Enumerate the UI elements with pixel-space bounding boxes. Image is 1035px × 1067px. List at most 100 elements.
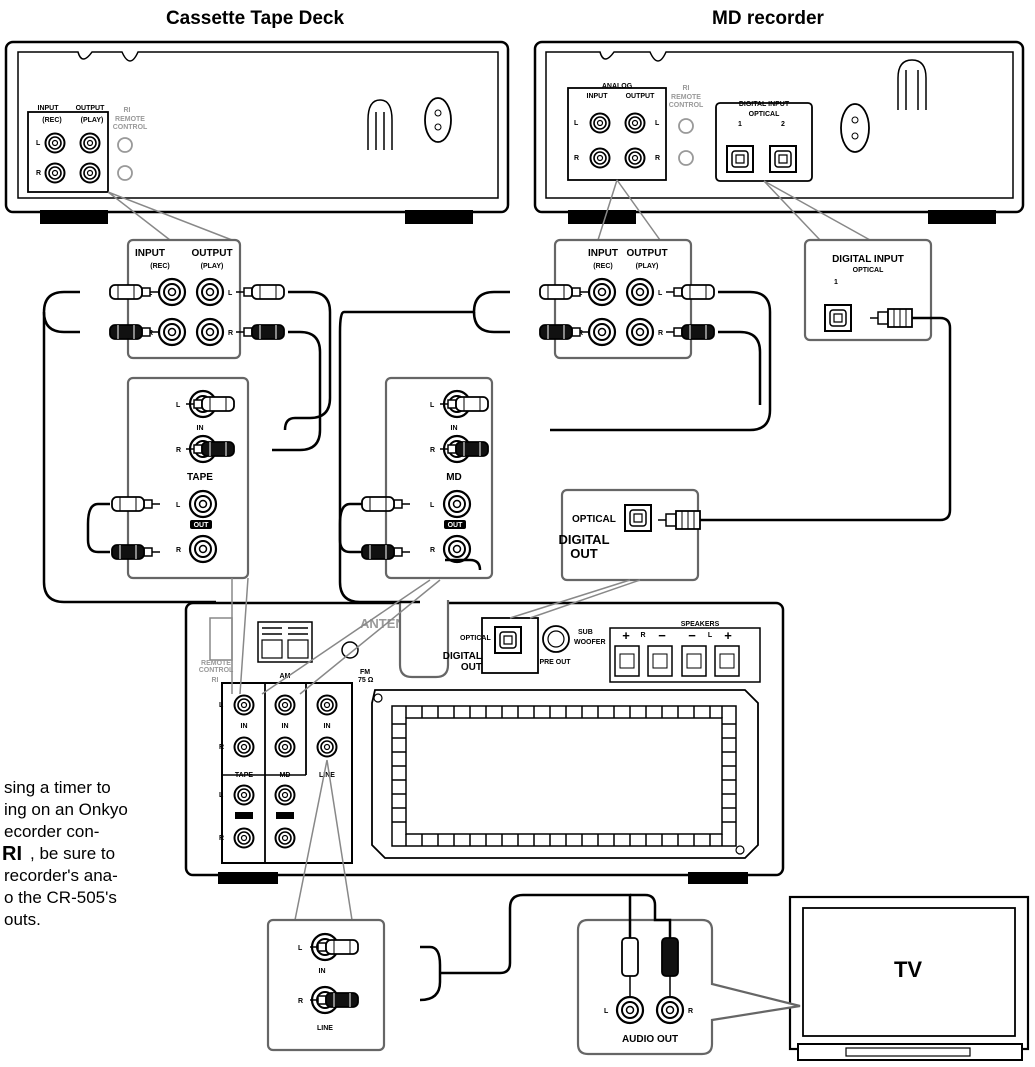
svg-text:(PLAY): (PLAY): [81, 117, 104, 124]
svg-text:CONTROL: CONTROL: [669, 102, 704, 109]
md-jack-callout: L IN R MD L OUT R: [384, 376, 494, 580]
receiver-rear-panel: REMOTE CONTROL RI AM ANTENNA FM 75 Ω OPT…: [184, 600, 785, 884]
svg-text:L: L: [604, 1008, 609, 1015]
note-line-5: recorder's ana-: [4, 866, 118, 885]
svg-text:L: L: [228, 290, 233, 297]
svg-text:REMOTE: REMOTE: [201, 660, 231, 667]
svg-text:R: R: [658, 330, 663, 337]
svg-text:L: L: [430, 502, 435, 509]
cassette-io-callout: INPUT OUTPUT (REC) (PLAY) L R L R: [107, 191, 242, 360]
svg-text:R: R: [688, 1008, 693, 1015]
svg-text:CONTROL: CONTROL: [113, 124, 148, 131]
svg-text:OUTPUT: OUTPUT: [76, 105, 106, 112]
svg-text:R: R: [574, 155, 579, 162]
tv: TV: [788, 895, 1030, 1061]
svg-text:LINE: LINE: [317, 1025, 333, 1032]
svg-text:OUT: OUT: [448, 522, 464, 529]
svg-text:AUDIO OUT: AUDIO OUT: [622, 1034, 678, 1045]
svg-text:DIGITAL: DIGITAL: [443, 651, 482, 662]
tv-audio-out-callout: L R AUDIO OUT: [576, 918, 801, 1056]
svg-text:INPUT: INPUT: [38, 105, 60, 112]
svg-text:IN: IN: [282, 723, 289, 730]
svg-text:OUTPUT: OUTPUT: [626, 93, 656, 100]
svg-text:IN: IN: [324, 723, 331, 730]
svg-text:IN: IN: [451, 425, 458, 432]
svg-text:R: R: [176, 547, 181, 554]
svg-text:SUB: SUB: [578, 629, 593, 636]
digital-out-callout: OPTICAL DIGITAL OUT: [558, 488, 701, 582]
svg-text:R: R: [176, 447, 181, 454]
svg-text:+: +: [622, 628, 630, 643]
svg-text:REMOTE: REMOTE: [115, 116, 145, 123]
svg-text:L: L: [708, 632, 713, 639]
note-line-2: ing on an Onkyo: [4, 800, 128, 819]
svg-text:OUT: OUT: [194, 522, 210, 529]
svg-text:RI: RI: [212, 677, 219, 684]
tape-jack-callout: L IN R TAPE L OUT R: [126, 376, 250, 580]
svg-text:REMOTE: REMOTE: [671, 94, 701, 101]
md-recorder: ANALOG INPUT OUTPUT L R L R RI REMOTE CO…: [533, 40, 1025, 224]
svg-text:L: L: [219, 792, 224, 799]
svg-text:R: R: [228, 330, 233, 337]
svg-text:RI: RI: [124, 107, 131, 114]
svg-text:(PLAY): (PLAY): [201, 263, 224, 270]
cassette-deck: INPUT OUTPUT (REC) (PLAY) L R RI REMOTE …: [4, 40, 510, 224]
svg-text:IN: IN: [197, 425, 204, 432]
svg-text:R: R: [36, 170, 41, 177]
svg-text:L: L: [574, 120, 579, 127]
svg-text:AM: AM: [280, 673, 291, 680]
svg-text:2: 2: [781, 121, 785, 128]
svg-text:R: R: [298, 998, 303, 1005]
cassette-deck-title: Cassette Tape Deck: [166, 8, 345, 29]
svg-text:OPTICAL: OPTICAL: [749, 111, 780, 118]
svg-text:R: R: [430, 547, 435, 554]
svg-text:L: L: [176, 402, 181, 409]
svg-text:L: L: [36, 140, 41, 147]
note-line-1: sing a timer to: [4, 778, 111, 797]
svg-text:R: R: [640, 632, 645, 639]
svg-text:DIGITAL INPUT: DIGITAL INPUT: [832, 254, 904, 265]
svg-text:L: L: [176, 502, 181, 509]
svg-text:L: L: [658, 290, 663, 297]
svg-text:L: L: [655, 120, 660, 127]
svg-text:(REC): (REC): [150, 263, 169, 270]
md-digital-callout: DIGITAL INPUT OPTICAL 1: [763, 180, 933, 342]
svg-text:WOOFER: WOOFER: [574, 639, 606, 646]
svg-text:L: L: [430, 402, 435, 409]
svg-text:−: −: [658, 628, 666, 643]
svg-text:L: L: [298, 945, 303, 952]
md-recorder-title: MD recorder: [712, 8, 825, 29]
svg-text:R: R: [655, 155, 660, 162]
cables: [42, 290, 952, 1002]
svg-text:75 Ω: 75 Ω: [358, 677, 374, 684]
svg-text:R: R: [430, 447, 435, 454]
svg-text:MD: MD: [280, 772, 291, 779]
svg-text:IN: IN: [241, 723, 248, 730]
svg-text:OUTPUT: OUTPUT: [191, 248, 232, 259]
svg-text:(REC): (REC): [42, 117, 61, 124]
svg-text:R: R: [219, 744, 224, 751]
svg-text:1: 1: [834, 279, 838, 286]
svg-text:(REC): (REC): [593, 263, 612, 270]
svg-text:ANALOG: ANALOG: [602, 83, 633, 90]
svg-text:L: L: [219, 702, 224, 709]
svg-text:OUT: OUT: [461, 662, 482, 673]
svg-text:IN: IN: [319, 968, 326, 975]
svg-text:RI: RI: [683, 85, 690, 92]
svg-text:(PLAY): (PLAY): [636, 263, 659, 270]
svg-text:+: +: [724, 628, 732, 643]
tv-label: TV: [894, 957, 922, 982]
svg-text:TAPE: TAPE: [235, 772, 253, 779]
svg-text:OUTPUT: OUTPUT: [626, 248, 667, 259]
ri-logo: RI: [2, 843, 22, 865]
svg-text:1: 1: [738, 121, 742, 128]
note-line-6: o the CR-505's: [4, 888, 117, 907]
note-line-7: outs.: [4, 910, 41, 929]
svg-text:INPUT: INPUT: [135, 248, 165, 259]
svg-text:MD: MD: [446, 472, 462, 483]
svg-text:DIGITAL INPUT: DIGITAL INPUT: [739, 101, 790, 108]
svg-text:FM: FM: [360, 669, 370, 676]
svg-text:LINE: LINE: [319, 772, 335, 779]
svg-text:TAPE: TAPE: [187, 472, 213, 483]
